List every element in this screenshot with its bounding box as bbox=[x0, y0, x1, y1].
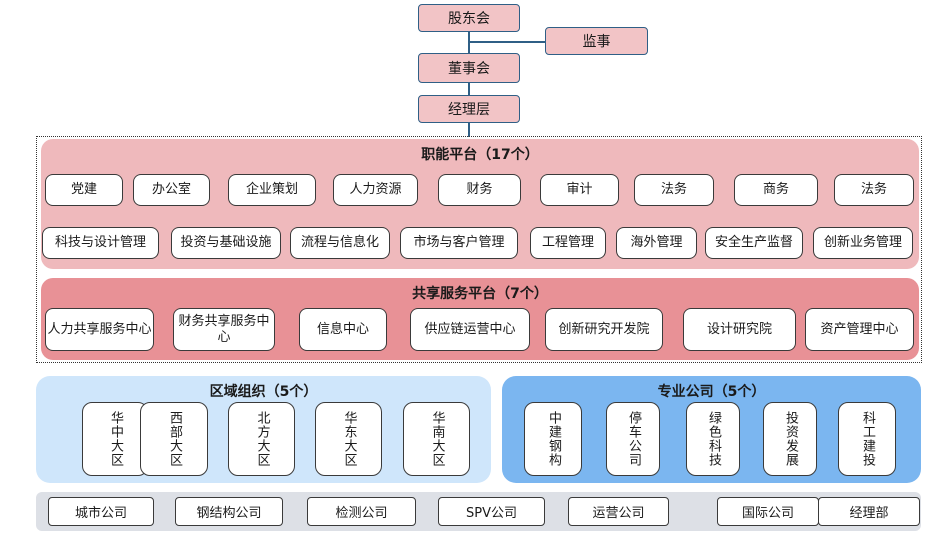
professional-company-item: 中建钢构 bbox=[524, 402, 582, 476]
functional-item: 海外管理 bbox=[616, 227, 697, 259]
functional-item: 审计 bbox=[540, 174, 619, 206]
shared-service-item: 财务共享服务中心 bbox=[173, 308, 275, 351]
connector-supervisor bbox=[469, 41, 545, 43]
functional-item: 投资与基础设施 bbox=[171, 227, 281, 259]
functional-item: 法务 bbox=[634, 174, 714, 206]
functional-item: 工程管理 bbox=[530, 227, 606, 259]
subsidiary-item: 国际公司 bbox=[717, 497, 819, 526]
shareholders-box: 股东会 bbox=[418, 4, 520, 32]
shared-platform-title: 共享服务平台（7个） bbox=[412, 286, 548, 302]
subsidiary-item: 运营公司 bbox=[568, 497, 669, 526]
shared-service-item: 供应链运营中心 bbox=[410, 308, 530, 351]
shared-platform-panel: 共享服务平台（7个） 人力共享服务中心财务共享服务中心信息中心供应链运营中心创新… bbox=[41, 278, 919, 360]
bottom-panel: 城市公司钢结构公司检测公司 SPV公司运营公司 国际公司经理部 bbox=[36, 492, 921, 531]
functional-item: 法务 bbox=[834, 174, 914, 206]
regional-panel: 区域组织（5个） 华中大区西部大区北方大区华东大区华南大区 bbox=[36, 376, 491, 483]
professional-panel: 专业公司（5个） 中建钢构停车公司绿色科技投资发展科工建投 bbox=[502, 376, 921, 483]
professional-company-item: 停车公司 bbox=[606, 402, 660, 476]
regional-item: 西部大区 bbox=[140, 402, 208, 476]
shared-service-item: 创新研究开发院 bbox=[545, 308, 663, 351]
functional-platform-panel: 职能平台（17个） 党建办公室企业策划人力资源财务审计法务商务法务 科技与设计管… bbox=[41, 139, 919, 269]
management-box: 经理层 bbox=[418, 95, 520, 123]
shared-service-item: 人力共享服务中心 bbox=[45, 308, 154, 351]
functional-item: 财务 bbox=[438, 174, 521, 206]
functional-item: 办公室 bbox=[133, 174, 210, 206]
functional-item: 党建 bbox=[45, 174, 123, 206]
functional-platform-title: 职能平台（17个） bbox=[421, 147, 539, 163]
professional-company-item: 科工建投 bbox=[838, 402, 896, 476]
subsidiary-item: 经理部 bbox=[818, 497, 920, 526]
functional-item: 创新业务管理 bbox=[813, 227, 913, 259]
board-box: 董事会 bbox=[418, 53, 520, 83]
functional-item: 流程与信息化 bbox=[290, 227, 390, 259]
platform-dotted-frame bbox=[36, 136, 922, 363]
shared-service-item: 资产管理中心 bbox=[805, 308, 914, 351]
functional-item: 科技与设计管理 bbox=[42, 227, 159, 259]
functional-item: 安全生产监督 bbox=[705, 227, 803, 259]
regional-title: 区域组织（5个） bbox=[209, 384, 318, 400]
subsidiary-item: SPV公司 bbox=[438, 497, 545, 526]
regional-item: 北方大区 bbox=[228, 402, 295, 476]
functional-item: 人力资源 bbox=[333, 174, 418, 206]
professional-title: 专业公司（5个） bbox=[657, 384, 766, 400]
subsidiary-item: 城市公司 bbox=[48, 497, 154, 526]
functional-item: 企业策划 bbox=[228, 174, 316, 206]
functional-item: 商务 bbox=[734, 174, 818, 206]
supervisor-box: 监事 bbox=[545, 27, 648, 55]
regional-item: 华东大区 bbox=[315, 402, 382, 476]
subsidiary-item: 钢结构公司 bbox=[175, 497, 283, 526]
professional-company-item: 绿色科技 bbox=[686, 402, 740, 476]
professional-company-item: 投资发展 bbox=[763, 402, 817, 476]
regional-item: 华中大区 bbox=[82, 402, 148, 476]
shared-service-item: 设计研究院 bbox=[683, 308, 796, 351]
regional-item: 华南大区 bbox=[403, 402, 470, 476]
connector-board-management bbox=[468, 83, 470, 95]
subsidiary-item: 检测公司 bbox=[307, 497, 416, 526]
connector-management-platform bbox=[468, 123, 470, 137]
shared-service-item: 信息中心 bbox=[299, 308, 387, 351]
functional-item: 市场与客户管理 bbox=[400, 227, 518, 259]
